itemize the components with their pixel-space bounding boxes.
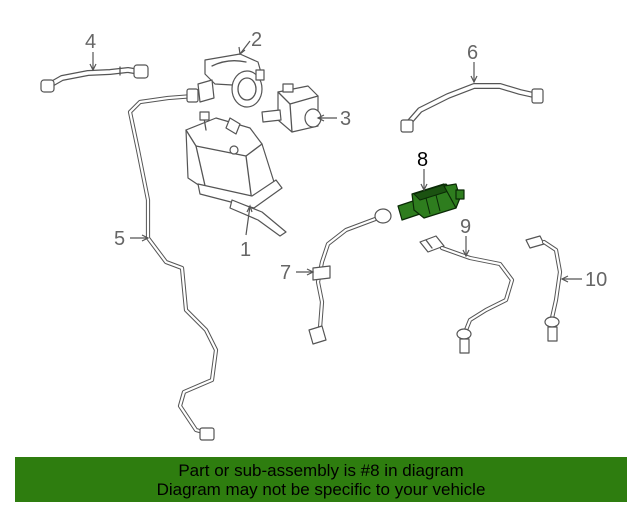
part-6-hose[interactable]: [400, 83, 544, 133]
callout-2: 2: [251, 29, 262, 51]
banner-line-2: Diagram may not be specific to your vehi…: [156, 480, 486, 499]
callout-1: 1: [240, 239, 251, 261]
callout-6: 6: [467, 42, 478, 64]
part-7-sensor[interactable]: [308, 208, 392, 345]
callout-8: 8: [417, 149, 428, 171]
banner-line-1: Part or sub-assembly is #8 in diagram: [178, 461, 464, 480]
callout-9: 9: [460, 216, 471, 238]
parts-diagram: 4 2 3 6 1 5 7 8 9 10: [40, 29, 607, 441]
callout-7: 7: [280, 262, 291, 284]
callout-3: 3: [340, 108, 351, 130]
info-banner: Part or sub-assembly is #8 in diagram Di…: [15, 457, 627, 502]
part-2-valve[interactable]: [197, 53, 265, 108]
callout-10: 10: [585, 269, 607, 291]
part-8-purge-valve-highlighted[interactable]: [397, 183, 465, 221]
leader-lines: [89, 40, 582, 283]
part-3-solenoid[interactable]: [261, 83, 322, 133]
part-10-sensor[interactable]: [525, 235, 563, 342]
part-1-canister[interactable]: [185, 111, 287, 237]
callout-5: 5: [114, 228, 125, 250]
part-5-line[interactable]: [127, 88, 219, 441]
part-9-sensor[interactable]: [419, 235, 515, 354]
part-4-hose[interactable]: [40, 64, 149, 93]
callout-4: 4: [85, 31, 96, 53]
